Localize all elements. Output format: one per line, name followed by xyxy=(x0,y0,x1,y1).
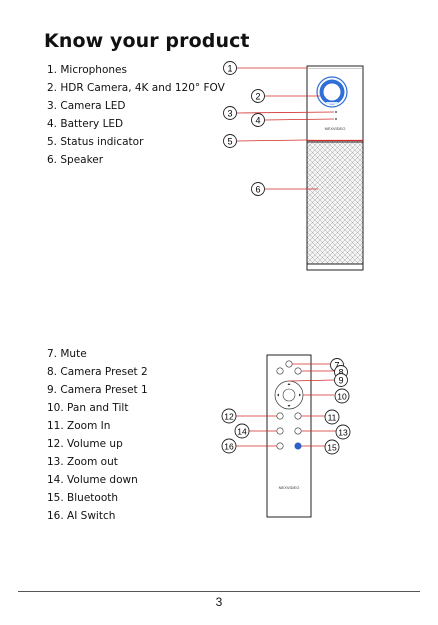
callout-2: 2 xyxy=(251,89,265,103)
svg-text:16: 16 xyxy=(224,442,234,452)
list-item: 4. Battery LED xyxy=(47,118,124,130)
mute-button xyxy=(285,360,293,368)
volume-down-button xyxy=(276,427,284,435)
svg-text:3: 3 xyxy=(227,109,232,119)
svg-text:8: 8 xyxy=(338,368,343,378)
callout-8: 8 xyxy=(334,365,348,379)
camera-lens xyxy=(323,83,341,101)
callout-1: 1 xyxy=(223,61,237,75)
svg-text:1: 1 xyxy=(227,64,232,74)
pan-tilt-arrows xyxy=(277,383,301,407)
callout-3: 3 xyxy=(223,106,237,120)
callout-11: 11 xyxy=(324,409,340,425)
svg-text:13: 13 xyxy=(338,428,348,438)
remote-control: NEXVIDEO xyxy=(266,354,312,518)
callout-13: 13 xyxy=(335,424,351,440)
callout-7: 7 xyxy=(330,358,344,372)
list-item: 16. AI Switch xyxy=(47,510,116,522)
zoom-out-button xyxy=(294,427,302,435)
list-item: 6. Speaker xyxy=(47,154,104,166)
svg-text:14: 14 xyxy=(237,427,247,437)
remote-parts-list: 7. Mute 8. Camera Preset 2 9. Camera Pre… xyxy=(47,345,148,525)
footer-divider xyxy=(18,591,420,592)
ai-switch-button xyxy=(276,442,284,450)
svg-text:4: 4 xyxy=(255,116,260,126)
bluetooth-button xyxy=(294,442,302,450)
svg-text:5: 5 xyxy=(227,137,232,147)
callout-16: 16 xyxy=(221,438,237,454)
device-top-body xyxy=(306,65,364,143)
page-title: Know your product xyxy=(44,30,250,52)
list-item: 13. Zoom out xyxy=(47,456,118,468)
camera-label-strip xyxy=(326,102,338,104)
remote-callout-lines xyxy=(236,363,336,447)
callout-9: 9 xyxy=(334,373,348,387)
list-item: 14. Volume down xyxy=(47,474,138,486)
camera-housing xyxy=(319,79,345,105)
callout-10: 10 xyxy=(334,388,350,404)
camera-preset-1-button xyxy=(276,367,284,375)
svg-text:15: 15 xyxy=(327,443,337,453)
zoom-in-button xyxy=(294,412,302,420)
speaker-grille xyxy=(306,141,364,269)
callout-4: 4 xyxy=(251,113,265,127)
list-item: 10. Pan and Tilt xyxy=(47,402,129,414)
device-callout-lines xyxy=(236,67,335,190)
svg-text:9: 9 xyxy=(338,376,343,386)
camera-ring xyxy=(316,76,348,108)
callout-14: 14 xyxy=(234,423,250,439)
battery-led xyxy=(335,118,337,120)
list-item: 11. Zoom In xyxy=(47,420,111,432)
svg-text:6: 6 xyxy=(255,185,260,195)
list-item: 5. Status indicator xyxy=(47,136,144,148)
camera-led xyxy=(335,111,337,113)
svg-text:7: 7 xyxy=(334,361,339,371)
speakerphone-device: NEXVIDEO xyxy=(306,65,364,271)
device-base xyxy=(306,263,364,271)
camera-preset-2-button xyxy=(294,367,302,375)
list-item: 1. Microphones xyxy=(47,64,127,76)
list-item: 9. Camera Preset 1 xyxy=(47,384,148,396)
callout-12: 12 xyxy=(221,408,237,424)
volume-up-button xyxy=(276,412,284,420)
callout-15: 15 xyxy=(324,439,340,455)
svg-text:11: 11 xyxy=(328,413,337,423)
camera-parts-list: 1. Microphones 2. HDR Camera, 4K and 120… xyxy=(47,61,225,169)
list-item: 3. Camera LED xyxy=(47,100,126,112)
pan-tilt-center xyxy=(282,388,296,402)
callout-5: 5 xyxy=(223,134,237,148)
list-item: 8. Camera Preset 2 xyxy=(47,366,148,378)
list-item: 12. Volume up xyxy=(47,438,123,450)
svg-text:10: 10 xyxy=(337,392,347,402)
svg-text:2: 2 xyxy=(255,92,260,102)
svg-text:12: 12 xyxy=(224,412,234,422)
list-item: 15. Bluetooth xyxy=(47,492,119,504)
device-callouts: 1 2 3 4 5 6 xyxy=(223,61,265,196)
page-number: 3 xyxy=(215,595,223,609)
pan-tilt-pad xyxy=(274,380,304,410)
remote-body xyxy=(266,354,312,518)
list-item: 2. HDR Camera, 4K and 120° FOV xyxy=(47,82,225,94)
remote-callouts: 7 8 9 10 11 12 13 14 15 16 xyxy=(221,358,351,455)
device-logo: NEXVIDEO xyxy=(325,126,346,131)
list-item: 7. Mute xyxy=(47,348,87,360)
callout-6: 6 xyxy=(251,182,265,196)
remote-logo: NEXVIDEO xyxy=(279,485,300,490)
